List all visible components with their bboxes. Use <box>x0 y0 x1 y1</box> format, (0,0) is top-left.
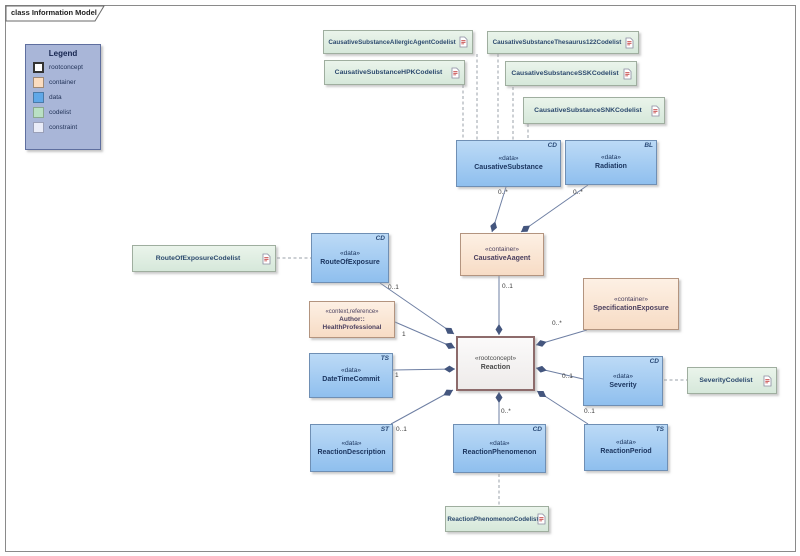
legend-item-constraint: constraint <box>33 122 100 133</box>
class-severity[interactable]: CD «data» Severity <box>583 356 663 406</box>
multiplicity-label: 1 <box>402 331 406 338</box>
multiplicity-label: 0..* <box>573 189 583 196</box>
document-icon <box>262 253 271 264</box>
multiplicity-label: 0..1 <box>502 283 513 290</box>
multiplicity-label: 0..* <box>501 408 511 415</box>
document-icon <box>625 37 634 48</box>
class-causative-substance-snk-codelist[interactable]: CausativeSubstanceSNKCodelist <box>523 97 665 124</box>
class-causative-substance-hpk-codelist[interactable]: CausativeSubstanceHPKCodelist <box>324 60 465 85</box>
class-reaction-period[interactable]: TS «data» ReactionPeriod <box>584 424 668 471</box>
class-causative-agent[interactable]: «container» CausativeAagent <box>460 233 544 276</box>
rootconcept-swatch <box>33 62 44 73</box>
document-icon <box>763 375 772 386</box>
dashed-dependency-lines <box>277 54 687 506</box>
frame-title-tab <box>5 5 105 22</box>
class-radiation[interactable]: BL «data» Radiation <box>565 140 657 185</box>
multiplicity-label: 0..* <box>552 320 562 327</box>
diagram-title: class Information Model <box>11 8 97 17</box>
composition-connectors <box>379 184 589 425</box>
multiplicity-label: 0..* <box>498 189 508 196</box>
class-reaction-phenomenon-codelist[interactable]: ReactionPhenomenonCodelist <box>445 506 549 532</box>
legend-item-rootconcept: rootconcept <box>33 62 100 73</box>
class-reaction-description[interactable]: ST «data» ReactionDescription <box>310 424 393 472</box>
multiplicity-label: 0..1 <box>396 426 407 433</box>
class-datetime-commit[interactable]: TS «data» DateTimeCommit <box>309 353 393 398</box>
class-reaction-phenomenon[interactable]: CD «data» ReactionPhenomenon <box>453 424 546 473</box>
document-icon <box>651 105 660 116</box>
legend-title: Legend <box>48 49 78 58</box>
constraint-swatch <box>33 122 44 133</box>
class-causative-substance-thesaurus122-codelist[interactable]: CausativeSubstanceThesaurus122Codelist <box>487 31 639 54</box>
class-health-professional[interactable]: «context,reference» Author:: HealthProfe… <box>309 301 395 338</box>
class-route-of-exposure-codelist[interactable]: RouteOfExposureCodelist <box>132 245 276 272</box>
document-icon <box>623 68 632 79</box>
multiplicity-label: 1 <box>395 372 399 379</box>
multiplicity-label: 0..1 <box>562 373 573 380</box>
class-causative-substance-allergic-agent-codelist[interactable]: CausativeSubstanceAllergicAgentCodelist <box>323 30 473 54</box>
data-swatch <box>33 92 44 103</box>
legend: Legend rootconcept container data codeli… <box>25 44 101 150</box>
legend-item-codelist: codelist <box>33 107 100 118</box>
legend-item-container: container <box>33 77 100 88</box>
document-icon <box>451 67 460 78</box>
document-icon <box>537 513 546 525</box>
container-swatch <box>33 77 44 88</box>
multiplicity-label: 0..1 <box>584 408 595 415</box>
legend-item-data: data <box>33 92 100 103</box>
class-specification-exposure[interactable]: «container» SpecificationExposure <box>583 278 679 330</box>
document-icon <box>459 36 468 48</box>
class-causative-substance-ssk-codelist[interactable]: CausativeSubstanceSSKCodelist <box>505 61 637 86</box>
codelist-swatch <box>33 107 44 118</box>
class-causative-substance[interactable]: CD «data» CausativeSubstance <box>456 140 561 187</box>
class-severity-codelist[interactable]: SeverityCodelist <box>687 367 777 394</box>
multiplicity-label: 0..1 <box>388 284 399 291</box>
class-route-of-exposure[interactable]: CD «data» RouteOfExposure <box>311 233 389 283</box>
class-reaction[interactable]: «rootconcept» Reaction <box>456 336 535 391</box>
